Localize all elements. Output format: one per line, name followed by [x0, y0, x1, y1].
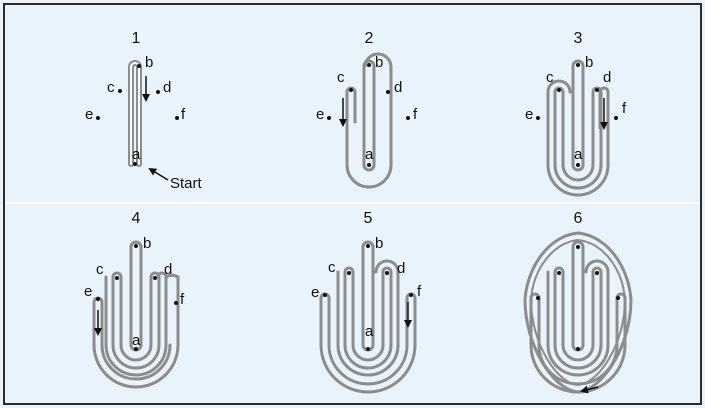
label-a: a: [574, 146, 583, 163]
label-e: e: [84, 283, 92, 300]
step-number-3: 3: [574, 30, 583, 47]
label-d: d: [164, 261, 172, 278]
point-f: [614, 116, 618, 120]
point-d: [386, 90, 390, 94]
point-e: [327, 116, 331, 120]
label-b: b: [375, 235, 383, 252]
point-c: [118, 89, 122, 93]
point-b: [576, 245, 580, 249]
point-d: [595, 88, 599, 92]
label-d: d: [603, 69, 611, 86]
coil-wire: [529, 240, 627, 394]
step-number-2: 2: [365, 30, 374, 47]
label-e: e: [525, 106, 533, 123]
point-a: [576, 347, 580, 351]
start-arrow: [148, 167, 169, 181]
point-a: [576, 163, 580, 167]
point-d: [156, 90, 160, 94]
label-c: c: [546, 69, 554, 86]
point-c: [557, 88, 561, 92]
point-a: [133, 162, 137, 166]
label-c: c: [337, 69, 345, 86]
point-f: [175, 116, 179, 120]
step-number-4: 4: [132, 210, 141, 227]
winding-direction-arrow: [580, 385, 599, 394]
step-number-6: 6: [574, 210, 583, 227]
label-d: d: [394, 79, 402, 96]
panel-1: 1 Start b c d e f a: [85, 30, 203, 192]
point-b: [367, 63, 371, 67]
step-number-1: 1: [132, 30, 141, 47]
diagram-frame: [3, 3, 702, 405]
label-f: f: [417, 283, 422, 300]
step-number-5: 5: [364, 210, 373, 227]
coil-wire: [92, 240, 180, 389]
label-f: f: [181, 106, 186, 123]
outer-turn-2: [529, 238, 627, 387]
point-b: [134, 244, 138, 248]
label-b: b: [375, 54, 383, 71]
point-c: [349, 88, 353, 92]
point-a: [366, 347, 370, 351]
point-e: [536, 296, 540, 300]
point-e: [96, 116, 100, 120]
point-f: [406, 116, 410, 120]
label-e: e: [311, 284, 319, 301]
label-c: c: [96, 261, 104, 278]
point-f: [409, 293, 413, 297]
label-c: c: [328, 259, 336, 276]
start-label: Start: [170, 175, 203, 192]
label-b: b: [585, 54, 593, 71]
point-b: [137, 64, 141, 68]
label-f: f: [622, 100, 627, 117]
point-a: [367, 163, 371, 167]
point-f: [174, 301, 178, 305]
label-d: d: [397, 260, 405, 277]
label-b: b: [145, 54, 153, 71]
panel-6: 6: [523, 210, 633, 394]
point-d: [385, 271, 389, 275]
point-c: [557, 271, 561, 275]
point-e: [536, 116, 540, 120]
point-c: [347, 271, 351, 275]
label-a: a: [132, 332, 141, 349]
label-f: f: [180, 291, 185, 308]
point-e: [323, 293, 327, 297]
panel-3: 3 b c d e f a: [525, 30, 627, 197]
label-c: c: [107, 79, 115, 96]
point-d: [595, 271, 599, 275]
coil-wire: [319, 240, 417, 394]
label-a: a: [132, 146, 141, 163]
point-a: [134, 347, 138, 351]
panel-4: 4 b c d e f a: [84, 210, 185, 389]
outer-turn: [523, 231, 633, 394]
point-e: [96, 297, 100, 301]
point-c: [115, 276, 119, 280]
point-b: [576, 63, 580, 67]
label-b: b: [143, 235, 151, 252]
label-e: e: [85, 106, 93, 123]
point-b: [366, 244, 370, 248]
label-e: e: [316, 106, 324, 123]
label-d: d: [163, 79, 171, 96]
panel-2: 2 b c d e f a: [316, 30, 418, 189]
point-f: [616, 296, 620, 300]
label-f: f: [413, 106, 418, 123]
label-a: a: [365, 323, 374, 340]
point-d: [153, 276, 157, 280]
panel-5: 5 b c d e f a: [311, 210, 422, 394]
label-a: a: [365, 146, 374, 163]
coil-wire: [546, 59, 610, 197]
coil-wire: [345, 52, 393, 189]
